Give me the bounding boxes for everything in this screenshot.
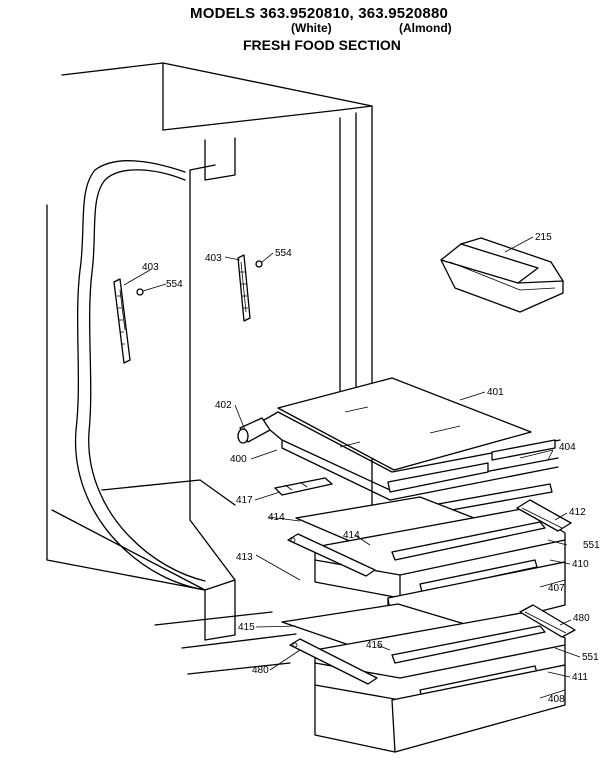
shelf-bracket-left — [113, 278, 144, 364]
almond-label: (Almond) — [399, 21, 452, 35]
part-label-411: 411 — [572, 672, 588, 683]
crisper-tray-215 — [440, 237, 564, 313]
section-title: FRESH FOOD SECTION — [243, 37, 401, 53]
white-label: (White) — [291, 21, 332, 35]
part-label-404: 404 — [559, 442, 576, 453]
cabinet-liner — [46, 62, 373, 675]
shelf-bracket-right — [237, 254, 263, 322]
models-title: MODELS 363.9520810, 363.9520880 — [190, 5, 449, 22]
part-label-414-left: 414 — [268, 512, 285, 523]
part-label-401: 401 — [487, 387, 504, 398]
part-label-554-left: 554 — [166, 279, 183, 290]
part-label-402: 402 — [215, 400, 232, 411]
part-label-415-left: 415 — [238, 622, 255, 633]
part-label-215: 215 — [535, 232, 552, 243]
part-label-415-right: 415 — [366, 640, 383, 651]
leader-lines — [123, 236, 581, 699]
part-label-413: 413 — [236, 552, 253, 563]
slide-rail-413 — [287, 533, 376, 577]
slide-rail-480-right — [519, 604, 576, 638]
part-label-480-left: 480 — [252, 665, 269, 676]
slide-rail-480-left — [289, 638, 378, 685]
part-label-403-right: 403 — [205, 253, 222, 264]
glass-shelf-401 — [277, 377, 532, 471]
part-label-408: 408 — [548, 694, 565, 705]
part-label-551-lower: 551 — [582, 652, 599, 663]
damper-402 — [237, 417, 271, 444]
part-label-400: 400 — [230, 454, 247, 465]
part-label-554-right: 554 — [275, 248, 292, 259]
part-label-551-upper: 551 — [583, 540, 600, 551]
part-label-414-right: 414 — [343, 530, 360, 541]
cover-417 — [274, 477, 333, 496]
part-label-412: 412 — [569, 507, 586, 518]
part-label-410: 410 — [572, 559, 589, 570]
slide-rail-412 — [516, 499, 572, 532]
part-label-417: 417 — [236, 495, 253, 506]
gasket-hose — [74, 160, 206, 591]
part-label-403-left: 403 — [142, 262, 159, 273]
part-label-407: 407 — [548, 583, 565, 594]
part-label-480-right: 480 — [573, 613, 590, 624]
